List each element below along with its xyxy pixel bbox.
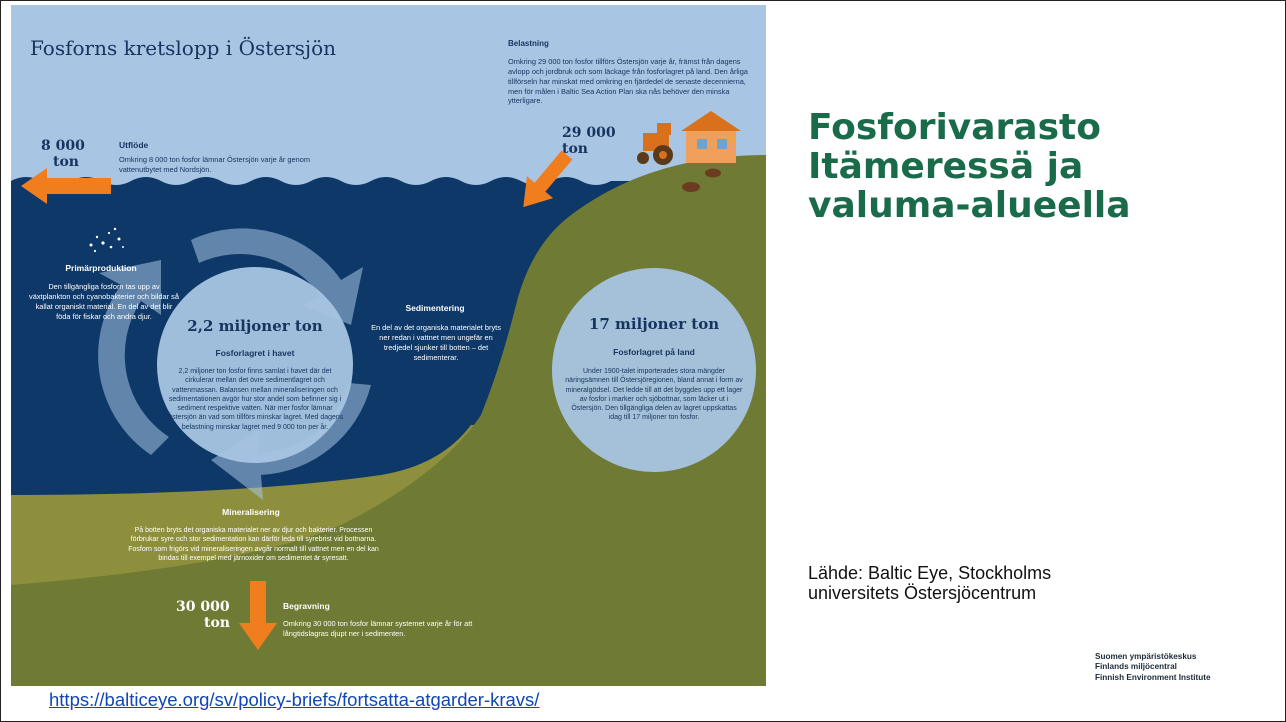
syke-logo-text: Suomen ympäristökeskus Finlands miljöcen… [1095, 652, 1211, 683]
plankton-icon [89, 227, 124, 253]
burial-heading: Begravning [283, 601, 330, 611]
land-stock-amount: 17 miljoner ton [588, 315, 720, 333]
sedimentering-heading: Sedimentering [405, 303, 465, 313]
infographic-title: Fosforns kretslopp i Östersjön [30, 36, 337, 60]
outflow-arrow [21, 168, 111, 204]
outflow-unit: ton [53, 154, 79, 170]
land-stock-text: Under 1900-talet importerades stora mäng… [565, 368, 743, 422]
sky [11, 5, 766, 195]
house-icon [681, 111, 741, 163]
logo-line-fi: Suomen ympäristökeskus [1095, 652, 1197, 661]
logo-line-sv: Finlands miljöcentral [1095, 662, 1177, 672]
outflow-amount: 8 000 [41, 138, 85, 154]
land-stock-heading: Fosforlagret på land [613, 347, 695, 357]
land [11, 155, 766, 686]
burial-amount: 30 000 [176, 599, 230, 615]
phosphorus-cycle-infographic: Fosforns kretslopp i Östersjön Belastnin… [11, 5, 766, 686]
outflow-text: Omkring 8 000 ton fosfor lämnar Östersjö… [119, 155, 311, 174]
burial-arrow [239, 581, 277, 650]
sea-stock-text: 2,2 miljoner ton fosfor finns samlat i h… [166, 368, 344, 431]
infographic-background [11, 5, 766, 686]
land-stock-circle [552, 268, 756, 472]
burial-unit: ton [204, 615, 230, 631]
inflow-amount: 29 000 [562, 125, 616, 141]
sedimentering-text: En del av det organiska materialet bryts… [371, 323, 501, 362]
mineralisering-heading: Mineralisering [222, 507, 280, 517]
source-link[interactable]: https://balticeye.org/sv/policy-briefs/f… [49, 689, 540, 710]
syke-logo-icon [1039, 645, 1085, 685]
syke-logo: Suomen ympäristökeskus Finlands miljöcen… [1037, 641, 1257, 689]
inflow-unit: ton [562, 141, 588, 157]
sea-stock-amount: 2,2 miljoner ton [187, 317, 323, 335]
mineralisering-text: På botten bryts det organiska materialet… [128, 527, 379, 562]
cattle-icon [682, 168, 721, 192]
inflow-arrow [523, 150, 573, 208]
tractor-icon [637, 123, 673, 165]
slide-title: Fosforivarasto Itämeressä ja valuma-alue… [808, 107, 1131, 226]
belastning-heading: Belastning [508, 39, 549, 48]
logo-line-en: Finnish Environment Institute [1095, 672, 1211, 682]
belastning-text: Omkring 29 000 ton fosfor tillförs Öster… [508, 57, 748, 106]
outflow-heading: Utflöde [119, 140, 149, 150]
sea-stock-circle [157, 267, 353, 463]
sea-stock-heading: Fosforlagret i havet [215, 348, 295, 358]
primarproduktion-heading: Primärproduktion [65, 263, 137, 273]
source-text: Lähde: Baltic Eye, Stockholms universite… [808, 563, 1052, 604]
burial-text: Omkring 30 000 ton fosfor lämnar systeme… [283, 619, 473, 638]
primarproduktion-text: Den tillgängliga fosforn tas upp av växt… [29, 282, 179, 321]
